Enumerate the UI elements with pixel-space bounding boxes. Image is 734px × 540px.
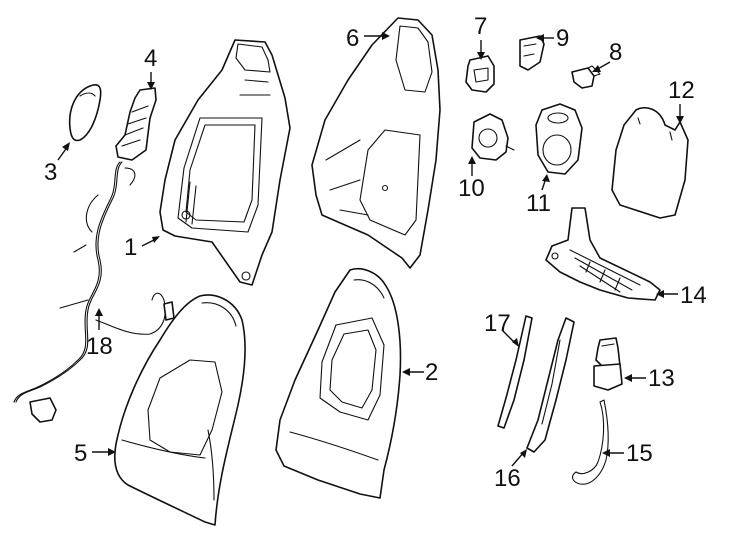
svg-text:3: 3 bbox=[44, 159, 57, 186]
callout-4: 4 bbox=[144, 45, 157, 90]
svg-text:5: 5 bbox=[74, 440, 87, 467]
callout-16: 16 bbox=[494, 449, 527, 492]
svg-text:4: 4 bbox=[144, 45, 157, 72]
svg-text:7: 7 bbox=[474, 13, 487, 40]
part-12-cushion-pad bbox=[611, 107, 689, 219]
part-17-trim-strip bbox=[497, 315, 533, 429]
svg-text:6: 6 bbox=[346, 25, 359, 52]
callout-17: 17 bbox=[484, 310, 519, 347]
part-14-lower-bracket bbox=[545, 207, 661, 301]
svg-text:15: 15 bbox=[626, 440, 653, 467]
callout-1: 1 bbox=[124, 234, 160, 261]
part-16-long-trim bbox=[526, 317, 575, 453]
svg-text:13: 13 bbox=[648, 365, 675, 392]
callout-18: 18 bbox=[86, 308, 113, 360]
callout-8: 8 bbox=[592, 39, 622, 72]
callout-12: 12 bbox=[668, 77, 695, 124]
svg-text:8: 8 bbox=[609, 39, 622, 66]
callout-13: 13 bbox=[624, 365, 675, 392]
part-6-seatback-panel bbox=[311, 17, 441, 269]
part-5-seatback-cover bbox=[114, 294, 246, 526]
svg-text:1: 1 bbox=[124, 234, 137, 261]
part-11-cup-holder bbox=[535, 103, 583, 175]
part-15-rod bbox=[571, 399, 609, 485]
part-2-seatback-rear-cover bbox=[275, 268, 402, 499]
svg-text:11: 11 bbox=[526, 190, 551, 217]
part-9-bracket bbox=[519, 35, 545, 71]
svg-text:2: 2 bbox=[425, 359, 438, 386]
svg-text:16: 16 bbox=[494, 465, 521, 492]
callout-2: 2 bbox=[402, 359, 438, 386]
callout-5: 5 bbox=[74, 440, 116, 467]
part-7-clip bbox=[465, 55, 495, 93]
svg-text:17: 17 bbox=[484, 310, 511, 337]
callout-6: 6 bbox=[346, 25, 390, 52]
part-4-headrest-guide bbox=[115, 87, 157, 161]
part-13-knob bbox=[593, 337, 623, 391]
callout-15: 15 bbox=[602, 440, 653, 467]
callout-3: 3 bbox=[44, 142, 70, 186]
svg-text:12: 12 bbox=[668, 77, 695, 104]
callout-10: 10 bbox=[458, 156, 485, 202]
part-3-headrest-pad bbox=[68, 84, 102, 142]
callout-11: 11 bbox=[526, 174, 551, 217]
svg-text:14: 14 bbox=[680, 282, 707, 309]
svg-text:9: 9 bbox=[556, 25, 569, 52]
svg-text:10: 10 bbox=[458, 175, 485, 202]
callout-14: 14 bbox=[656, 282, 707, 309]
callout-7: 7 bbox=[474, 13, 487, 60]
part-18-wiring-harness bbox=[13, 161, 175, 423]
svg-text:18: 18 bbox=[86, 333, 113, 360]
part-1-seatback-frame bbox=[159, 39, 291, 286]
callout-9: 9 bbox=[536, 25, 569, 52]
part-8-plug bbox=[571, 65, 601, 89]
part-10-round-control bbox=[471, 113, 515, 161]
